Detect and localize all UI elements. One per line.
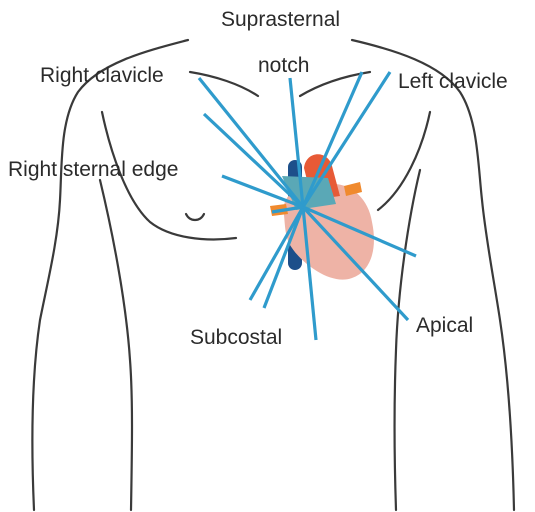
label-apical: Apical [416,314,473,337]
pulmonary-vessel-right [344,182,362,196]
right-pectoral-outline [378,112,430,210]
beam-right-sternal-edge-b [204,114,303,207]
left-shoulder-outline [32,40,188,510]
torso-outline [32,40,514,510]
right-arm-inner-outline [395,170,421,510]
right-shoulder-outline [352,40,514,510]
label-suprasternal: Suprasternal [221,8,340,31]
nipple-outline [186,214,204,220]
label-right-clavicle: Right clavicle [40,64,164,87]
label-subcostal: Subcostal [190,326,282,349]
left-arm-inner-outline [100,180,132,510]
neck-left-clavicle-outline [190,72,258,96]
label-notch: notch [258,54,309,77]
label-left-clavicle: Left clavicle [398,70,508,93]
label-right-sternal-edge: Right sternal edge [8,158,178,181]
